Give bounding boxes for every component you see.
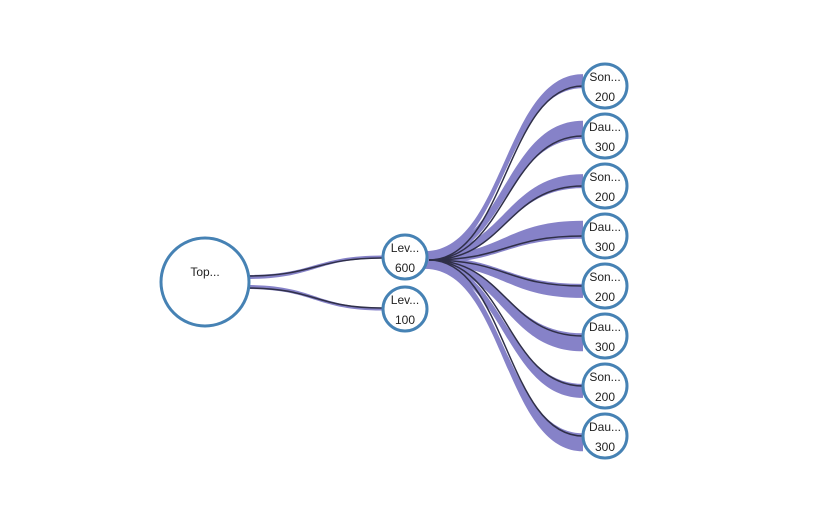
node-name: Lev... [391, 241, 419, 255]
node-name: Lev... [391, 293, 419, 307]
node-value: 200 [595, 290, 615, 304]
leaf-edge-c1 [428, 85, 584, 261]
leaf-edge-c2 [428, 135, 584, 261]
node-name: Dau... [589, 120, 621, 134]
leaf-edge-c5 [428, 259, 584, 287]
node-circle[interactable] [581, 62, 629, 110]
node-c4[interactable]: Dau... 300 [581, 212, 629, 260]
node-lev-b[interactable]: Lev... 100 [381, 285, 429, 333]
node-circle[interactable] [581, 262, 629, 310]
leaf-edge-c7 [428, 259, 584, 387]
node-value: 300 [595, 340, 615, 354]
root-edge-lev-b [246, 287, 384, 309]
node-circle[interactable] [381, 285, 429, 333]
node-name: Dau... [589, 420, 621, 434]
leaf-edge-c4 [428, 235, 584, 261]
node-c1[interactable]: Son... 200 [581, 62, 629, 110]
node-value: 300 [595, 240, 615, 254]
node-name: Top... [190, 265, 219, 279]
leaf-band-c2 [425, 120, 583, 261]
node-circle[interactable] [581, 212, 629, 260]
node-value: 300 [595, 440, 615, 454]
node-name: Son... [589, 370, 620, 384]
node-value: 200 [595, 390, 615, 404]
node-name: Son... [589, 270, 620, 284]
node-circle[interactable] [581, 362, 629, 410]
leaf-band-c3 [425, 174, 583, 262]
node-value: 300 [595, 140, 615, 154]
node-value: 200 [595, 90, 615, 104]
node-c2[interactable]: Dau... 300 [581, 112, 629, 160]
node-value: 600 [395, 261, 415, 275]
node-circle[interactable] [381, 233, 429, 281]
node-circle[interactable] [581, 162, 629, 210]
node-circle[interactable] [159, 236, 251, 328]
node-circle[interactable] [581, 412, 629, 460]
leaf-edge-c8 [428, 259, 584, 437]
node-c6[interactable]: Dau... 300 [581, 312, 629, 360]
node-value: 200 [595, 190, 615, 204]
leaf-band-c8 [425, 260, 583, 452]
node-c3[interactable]: Son... 200 [581, 162, 629, 210]
node-circle[interactable] [581, 312, 629, 360]
node-top[interactable]: Top... [159, 236, 251, 328]
connector-lines [246, 85, 584, 437]
tree-nodes: Top...Lev...600Lev...100Son...200Dau...3… [159, 62, 629, 460]
node-c8[interactable]: Dau... 300 [581, 412, 629, 460]
leaf-edge-c3 [428, 185, 584, 261]
node-name: Son... [589, 70, 620, 84]
node-c7[interactable]: Son... 200 [581, 362, 629, 410]
root-edge-lev-a [246, 257, 384, 277]
node-value: 100 [395, 313, 415, 327]
leaf-band-c7 [425, 259, 583, 398]
leaf-band-c1 [425, 74, 583, 260]
leaf-edge-c6 [428, 259, 584, 337]
node-c5[interactable]: Son... 200 [581, 262, 629, 310]
node-name: Dau... [589, 320, 621, 334]
node-name: Son... [589, 170, 620, 184]
node-name: Dau... [589, 220, 621, 234]
node-circle[interactable] [581, 112, 629, 160]
node-lev-a[interactable]: Lev... 600 [381, 233, 429, 281]
